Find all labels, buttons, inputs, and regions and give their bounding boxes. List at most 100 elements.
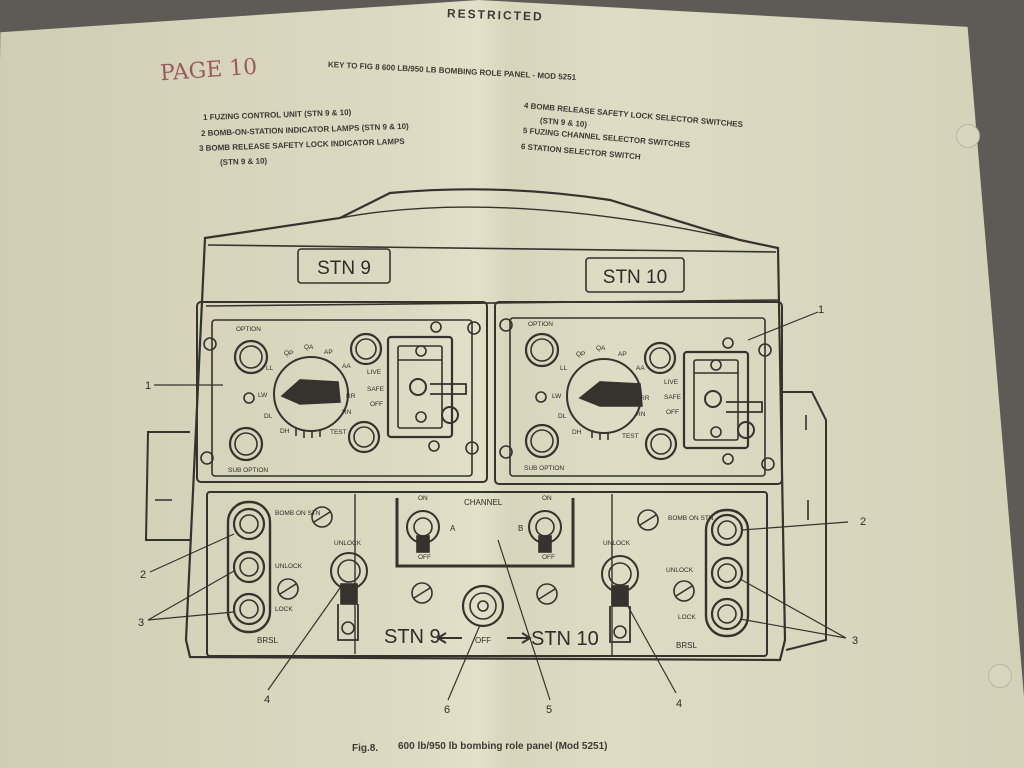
fuze-dial (273, 356, 349, 432)
callout-4-right: 4 (676, 698, 682, 710)
dial-label: AA (636, 365, 645, 372)
test-button (644, 427, 678, 461)
callout-3-left: 3 (138, 617, 144, 629)
lamp-column-stn10 (704, 508, 750, 638)
dial-label: RN (636, 411, 646, 418)
station-selector-switch (461, 584, 505, 628)
unlock-label-left: UNLOCK (275, 563, 303, 570)
channel-b-off-label: OFF (542, 554, 555, 561)
test-button (347, 420, 381, 454)
sub-option-knob (228, 426, 264, 462)
unlock-lamp-stn10 (710, 556, 744, 590)
lock-label-left: LOCK (275, 606, 293, 613)
channel-a-on-label: ON (418, 495, 428, 502)
safe-label: SAFE (367, 386, 385, 393)
channel-a-off-label: OFF (418, 554, 431, 561)
dial-label: RN (342, 409, 352, 416)
callout-2-left: 2 (140, 569, 146, 581)
dial-label: DH (280, 428, 290, 435)
right-bracket (782, 391, 827, 651)
fuzing-unit-stn10: OPTION SUB OPTION LIVE SAFE OFF TEST LL … (494, 301, 783, 485)
channel-label: CHANNEL (464, 498, 503, 507)
lock-lamp-stn9 (232, 592, 266, 626)
option-knob (233, 339, 269, 375)
test-label: TEST (622, 433, 639, 440)
channel-box (395, 498, 575, 568)
callout-5: 5 (546, 704, 552, 716)
dial-label: LL (560, 365, 568, 372)
fuzing-unit-stn9: OPTION SUB OPTION LIVE SAFE OFF TEST LL … (196, 301, 488, 483)
panel-outline (184, 188, 787, 662)
stn9-plate-text: STN 9 (317, 258, 371, 279)
off-label: OFF (370, 401, 383, 408)
option-label: OPTION (528, 321, 553, 328)
unlock-label-right: UNLOCK (666, 567, 694, 574)
channel-a-label: A (450, 524, 456, 533)
punch-hole-bottom (988, 664, 1012, 688)
safety-switch-guard (682, 350, 750, 450)
live-label: LIVE (664, 379, 679, 386)
off-label: OFF (666, 409, 679, 416)
stn9-plate (297, 248, 391, 284)
channel-b-label: B (518, 524, 523, 533)
dial-label: LL (266, 365, 274, 372)
dial-label: RR (640, 395, 650, 402)
dial-label: QA (596, 345, 606, 352)
dial-label: DH (572, 429, 582, 436)
unlock-toggle-label-right: UNLOCK (603, 540, 631, 547)
bomb-on-stn-lamp-stn9 (232, 507, 266, 541)
dial-label: LW (258, 392, 268, 399)
option-label: OPTION (236, 326, 261, 333)
callout-2-right: 2 (860, 516, 866, 528)
dial-label: DL (558, 413, 567, 420)
callout-6: 6 (444, 704, 450, 716)
unlock-lamp-stn9 (232, 550, 266, 584)
channel-b-on-label: ON (542, 495, 552, 502)
callout-numbers: 1 1 2 2 3 3 4 4 5 6 (138, 304, 866, 716)
left-bracket (144, 431, 190, 541)
bomb-on-stn-lamp-stn10 (710, 513, 744, 547)
dial-label: AP (618, 351, 627, 358)
figure-caption: 600 lb/950 lb bombing role panel (Mod 52… (398, 741, 608, 752)
selector-stn10-label: STN 10 (531, 628, 599, 650)
brsl-label-left: BRSL (257, 636, 278, 645)
sub-option-knob (524, 423, 560, 459)
dial-label: LW (552, 393, 562, 400)
dial-label: QA (304, 344, 314, 351)
lock-label-right: LOCK (678, 614, 696, 621)
selector-stn9-label: STN 9 (384, 626, 441, 648)
selector-off-label: OFF (475, 636, 491, 645)
dial-label: RR (346, 393, 356, 400)
bomb-on-stn-label-right: BOMB ON STN (668, 515, 714, 522)
callout-1-left: 1 (145, 380, 151, 392)
dial-label: QP (284, 350, 293, 357)
safety-switch-guard (386, 335, 454, 439)
stn10-plate-text: STN 10 (603, 267, 667, 288)
dial-label: AP (324, 349, 333, 356)
lower-panel: BOMB ON STN UNLOCK LOCK BRSL UNLOCK BOMB… (206, 491, 768, 657)
live-button (349, 332, 383, 366)
figure-number: Fig.8. (352, 743, 379, 754)
dial-pointer (578, 381, 643, 407)
bomb-on-stn-label-left: BOMB ON STN (275, 510, 321, 517)
test-label: TEST (330, 429, 347, 436)
sub-option-label: SUB OPTION (524, 465, 564, 472)
dial-label: DL (264, 413, 273, 420)
unlock-toggle-label-left: UNLOCK (334, 540, 362, 547)
live-button (643, 341, 677, 375)
sub-option-label: SUB OPTION (228, 467, 268, 474)
callout-3-right: 3 (852, 635, 858, 647)
callout-4-left: 4 (264, 694, 270, 706)
option-knob (524, 332, 560, 368)
live-label: LIVE (367, 369, 382, 376)
callout-1-right: 1 (818, 304, 824, 316)
safe-label: SAFE (664, 394, 682, 401)
dial-pointer (280, 379, 341, 405)
dial-label: AA (342, 363, 351, 370)
punch-hole-top (956, 124, 980, 148)
stn10-plate (585, 257, 685, 293)
brsl-label-right: BRSL (676, 641, 697, 650)
dial-label: QP (576, 351, 585, 358)
